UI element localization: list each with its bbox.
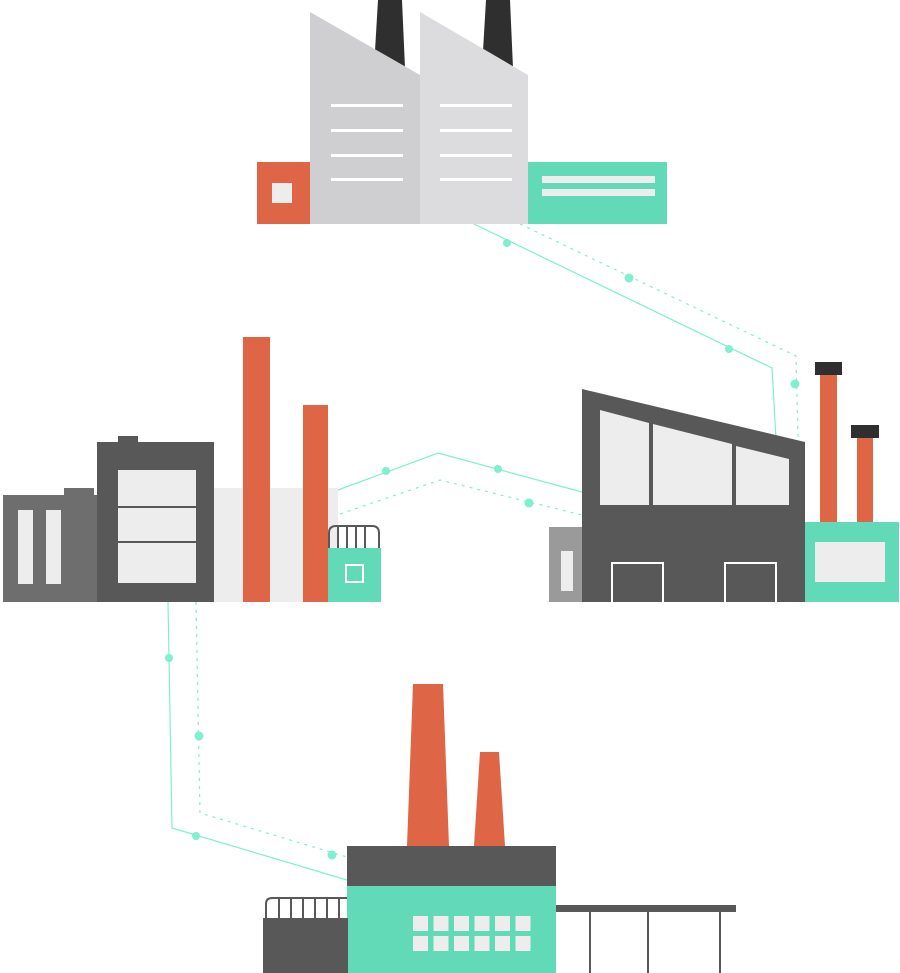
connector-node (382, 467, 390, 475)
window-strip (331, 154, 403, 157)
railing-top (328, 525, 380, 548)
chimney-cap (815, 362, 842, 375)
connector-node (192, 832, 200, 840)
annex-vent (542, 176, 655, 183)
tank-cap (118, 436, 138, 444)
tall-chimney (243, 337, 270, 602)
window-pane (474, 936, 490, 951)
railing-top (265, 897, 347, 918)
tank-and-chimneys-factory (3, 337, 381, 602)
connection-lines (165, 223, 800, 881)
annex-window (815, 542, 885, 582)
connection-top-to-right (473, 223, 800, 439)
tank-band (118, 506, 196, 508)
railing (328, 525, 380, 548)
side-annex (263, 918, 348, 973)
connector-node (327, 850, 337, 860)
window-pane (433, 916, 449, 931)
window-pane (495, 916, 510, 931)
connector-node (725, 345, 733, 353)
roof-section (310, 12, 420, 224)
connector-node (790, 379, 800, 389)
connector-solid-line (473, 223, 777, 439)
annex-vent (542, 189, 655, 196)
roof-section (420, 12, 528, 224)
slanted-roof-warehouse (549, 362, 899, 602)
chimney (474, 752, 505, 846)
connector-node (503, 239, 511, 247)
skylight-window (653, 424, 732, 505)
chimney (374, 0, 405, 68)
garage-door (611, 562, 664, 602)
window-pane (495, 936, 510, 951)
roof-vent (64, 488, 94, 496)
tank-band (118, 541, 196, 543)
window-pane (413, 936, 428, 951)
building-window (18, 510, 33, 584)
annex-window (272, 183, 292, 203)
garage-doors (611, 562, 777, 602)
connector-node (524, 498, 534, 508)
window-pane (515, 936, 531, 951)
window-pane (454, 916, 469, 931)
connector-node (494, 465, 502, 473)
skylight-window (600, 410, 649, 505)
chimney (820, 374, 837, 524)
window-strips (331, 104, 512, 181)
garage-door (724, 562, 777, 602)
mint-plant-with-chimneys (263, 684, 736, 973)
connector-node (624, 273, 634, 283)
skylight-window (736, 446, 789, 505)
window-strip (331, 178, 403, 181)
connector-solid-line (337, 452, 583, 493)
roof-band (347, 846, 556, 886)
railing (265, 897, 347, 918)
chimney-cap (851, 425, 879, 438)
tank-window (118, 470, 196, 583)
tall-chimney (407, 684, 449, 846)
window-pane (413, 916, 428, 931)
window-pane (454, 936, 469, 951)
canopy-posts (589, 912, 721, 973)
side-annex (328, 548, 381, 602)
window-pane (474, 916, 490, 931)
connector-dotted-line (195, 601, 348, 858)
window-grid (413, 916, 531, 951)
window-strip (331, 104, 403, 107)
annex-window (345, 564, 364, 583)
window-pane (433, 936, 449, 951)
connector-node (165, 654, 173, 662)
canopy-roof (556, 905, 736, 912)
connection-left-to-bottom (165, 601, 348, 881)
connector-solid-line (167, 601, 348, 881)
building-window (46, 510, 61, 584)
chimney (857, 437, 873, 524)
connector-node (194, 731, 204, 741)
sawtooth-roof-factory (257, 0, 667, 224)
chimney (303, 405, 328, 602)
connector-dotted-line (519, 223, 799, 439)
window-strip (440, 178, 512, 181)
window-pane (515, 916, 531, 931)
window-strip (440, 154, 512, 157)
chimney (482, 0, 513, 68)
window-strip (440, 104, 512, 107)
connection-left-to-right (337, 452, 583, 516)
connector-dotted-line (339, 479, 583, 516)
window-strip (331, 129, 403, 132)
window-strip (440, 129, 512, 132)
annex-window (561, 551, 573, 591)
